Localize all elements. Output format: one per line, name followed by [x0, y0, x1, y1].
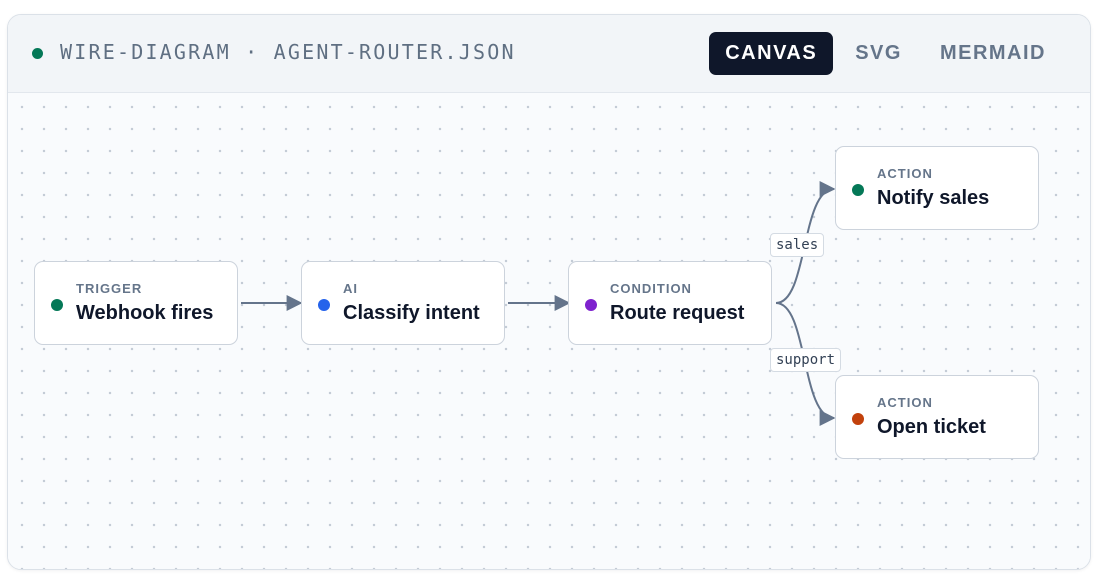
- node-status-dot: [852, 413, 864, 425]
- node-ai[interactable]: AI Classify intent: [301, 261, 505, 345]
- diagram-window: WIRE-DIAGRAM · AGENT-ROUTER.JSON CANVAS …: [7, 14, 1091, 570]
- node-condition[interactable]: CONDITION Route request: [568, 261, 772, 345]
- tab-canvas[interactable]: CANVAS: [709, 32, 834, 75]
- status-dot: [32, 48, 43, 59]
- view-tabs: CANVAS SVG MERMAID: [709, 32, 1062, 75]
- diagram-canvas[interactable]: TRIGGER Webhook fires AI Classify intent…: [8, 93, 1090, 569]
- node-trigger[interactable]: TRIGGER Webhook fires: [34, 261, 238, 345]
- node-title: Open ticket: [877, 416, 986, 438]
- node-kind-label: CONDITION: [610, 281, 692, 296]
- node-notify-sales[interactable]: ACTION Notify sales: [835, 146, 1039, 230]
- node-status-dot: [51, 299, 63, 311]
- node-title: Notify sales: [877, 187, 990, 209]
- node-title: Route request: [610, 302, 745, 324]
- edge-label-sales: sales: [770, 233, 825, 257]
- file-title: WIRE-DIAGRAM · AGENT-ROUTER.JSON: [60, 40, 516, 64]
- node-kind-label: AI: [343, 281, 358, 296]
- node-title: Webhook fires: [76, 302, 214, 324]
- tab-svg[interactable]: SVG: [855, 42, 902, 64]
- node-status-dot: [852, 184, 864, 196]
- node-kind-label: ACTION: [877, 166, 933, 181]
- window-header: WIRE-DIAGRAM · AGENT-ROUTER.JSON CANVAS …: [8, 15, 1090, 93]
- edge-label-support: support: [770, 348, 842, 372]
- node-kind-label: ACTION: [877, 395, 933, 410]
- node-title: Classify intent: [343, 302, 480, 324]
- tab-mermaid[interactable]: MERMAID: [939, 42, 1046, 64]
- node-status-dot: [318, 299, 330, 311]
- node-status-dot: [585, 299, 597, 311]
- node-kind-label: TRIGGER: [76, 281, 143, 296]
- node-open-ticket[interactable]: ACTION Open ticket: [835, 375, 1039, 459]
